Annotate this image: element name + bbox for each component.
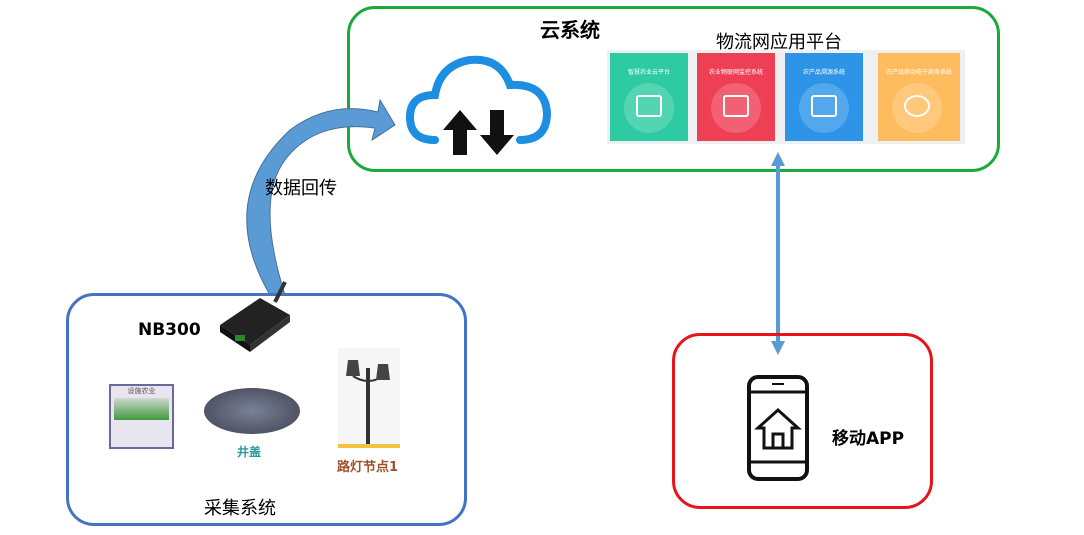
device-label: 路灯节点1 bbox=[337, 460, 399, 475]
upload-arrow-icon bbox=[443, 110, 477, 155]
download-arrow-icon bbox=[480, 110, 514, 155]
mobile-app-box bbox=[672, 333, 933, 509]
phone-chart-icon bbox=[723, 95, 749, 117]
collection-system-title: 采集系统 bbox=[204, 498, 276, 519]
cloud-system-title: 云系统 bbox=[540, 18, 600, 42]
data-return-label: 数据回传 bbox=[265, 178, 337, 199]
cloud-system-box bbox=[347, 6, 1000, 172]
smartphone-home-icon bbox=[747, 375, 809, 481]
qr-code-icon bbox=[811, 95, 837, 117]
tile-traceability[interactable]: 农产品溯源系统 bbox=[785, 53, 863, 141]
manhole-cover-icon bbox=[204, 388, 300, 434]
mobile-app-label: 移动APP bbox=[832, 429, 905, 449]
tile-iot-monitoring[interactable]: 农业物联网监控系统 bbox=[697, 53, 775, 141]
platform-title: 物流网应用平台 bbox=[716, 32, 842, 53]
street-lamp-icon bbox=[338, 348, 400, 448]
cloud-icon bbox=[405, 55, 552, 155]
laptop-icon bbox=[636, 95, 662, 117]
tile-mobile-ecommerce[interactable]: 农产品移动电子商务系统 bbox=[878, 53, 960, 141]
grapes-icon bbox=[904, 95, 930, 117]
nb300-gateway-icon bbox=[220, 281, 290, 352]
tile-smart-agri-cloud[interactable]: 智慧农业云平台 bbox=[610, 53, 688, 141]
tile-label: 智慧农业云平台 bbox=[627, 69, 670, 76]
device-label: 设施农业 bbox=[127, 387, 156, 395]
device-label: 井盖 bbox=[237, 445, 262, 459]
tile-label: 农业物联网监控系统 bbox=[708, 69, 763, 76]
data-return-arrow bbox=[246, 98, 396, 296]
gateway-label: NB300 bbox=[138, 320, 201, 340]
tile-label: 农产品移动电子商务系统 bbox=[885, 69, 952, 76]
tile-label: 农产品溯源系统 bbox=[802, 69, 845, 76]
facility-agri-device: 设施农业 bbox=[109, 384, 174, 449]
collection-system-box bbox=[66, 293, 467, 526]
